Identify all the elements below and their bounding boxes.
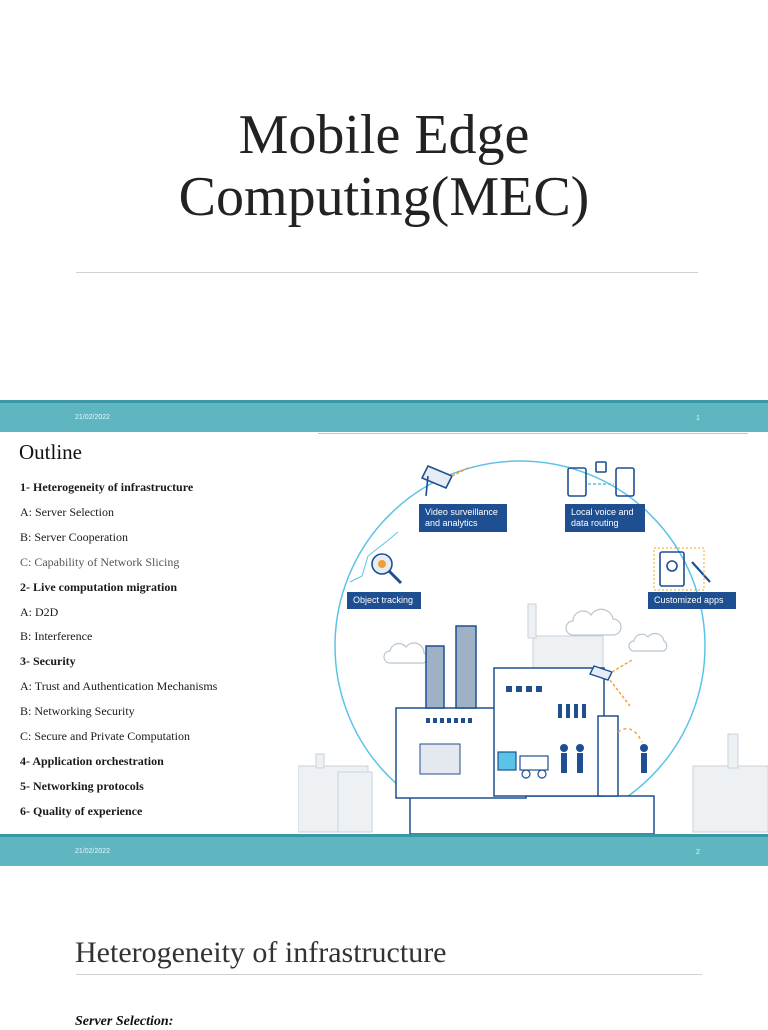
slide-outline: Outline 1- Heterogeneity of infrastructu…: [0, 432, 768, 836]
outline-item: 6- Quality of experience: [20, 803, 143, 818]
chip-customized-apps: Customized apps: [648, 592, 736, 609]
outline-item: A: D2D: [20, 604, 59, 619]
band-top-line: [0, 400, 768, 403]
outline-item: 4- Application orchestration: [20, 753, 164, 768]
cloud-icon: [383, 608, 668, 664]
camera-icon: [420, 464, 469, 497]
page-title: Mobile Edge Computing(MEC): [0, 104, 768, 228]
illustration-top-rule: [318, 433, 748, 434]
outline-item: A: Trust and Authentication Mechanisms: [20, 679, 218, 694]
factory-icon: [395, 625, 655, 834]
outline-item: B: Interference: [20, 629, 93, 644]
magnifier-icon: [349, 531, 403, 585]
worker-icon: [560, 744, 648, 773]
section-subtitle: Server Selection:: [75, 1014, 174, 1029]
gear-wrench-icon: [653, 547, 711, 591]
forklift-icon: [497, 751, 549, 779]
mec-illustration: [298, 460, 768, 834]
slide-title: Mobile Edge Computing(MEC): [0, 0, 768, 400]
tablet-phone-icon: [567, 461, 635, 497]
title-divider: [76, 272, 698, 273]
band-date: 21/02/2022: [75, 848, 111, 855]
chip-video-surveillance: Video surveillance and analytics: [419, 504, 507, 532]
section-divider: [76, 974, 702, 975]
outline-item: A: Server Selection: [20, 504, 114, 519]
title-line-1: Mobile Edge: [238, 104, 530, 166]
outline-item: 5- Networking protocols: [20, 778, 144, 793]
band-page-number: 1: [696, 415, 700, 422]
band-top-line: [0, 834, 768, 837]
footer-band-1: 21/02/2022 1: [0, 403, 768, 432]
title-line-2: Computing(MEC): [178, 166, 590, 228]
footer-band-2: 21/02/2022 2: [0, 837, 768, 866]
outline-item: B: Networking Security: [20, 704, 135, 719]
camera-icon: [589, 659, 633, 707]
outline-item: 3- Security: [20, 654, 76, 669]
band-date: 21/02/2022: [75, 414, 111, 421]
chip-local-voice: Local voice and data routing: [565, 504, 645, 532]
outline-item: 2- Live computation migration: [20, 579, 177, 594]
slide-heterogeneity: Heterogeneity of infrastructure Server S…: [0, 866, 768, 1029]
outline-item: 1- Heterogeneity of infrastructure: [20, 480, 194, 494]
section-title: Heterogeneity of infrastructure: [75, 936, 447, 969]
chip-object-tracking: Object tracking: [347, 592, 421, 609]
band-page-number: 2: [696, 849, 700, 856]
outline-heading: Outline: [19, 440, 82, 464]
outline-item: B: Server Cooperation: [20, 529, 128, 544]
outline-item: C: Capability of Network Slicing: [20, 554, 180, 569]
outline-item: C: Secure and Private Computation: [20, 729, 190, 743]
